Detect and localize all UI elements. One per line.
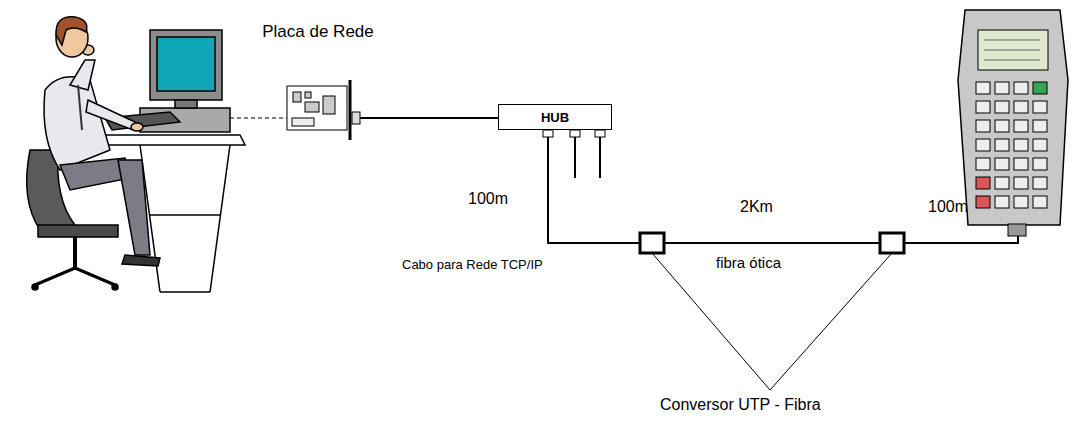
keypad-key: [1033, 139, 1047, 151]
keypad-key: [995, 101, 1009, 113]
keypad-key: [1033, 82, 1047, 94]
desk: [105, 135, 245, 292]
keypad-key: [1033, 158, 1047, 170]
keypad-key: [1033, 101, 1047, 113]
keypad-key: [1033, 196, 1047, 208]
keypad-key: [995, 120, 1009, 132]
network-card: [287, 80, 360, 140]
keypad-key: [1014, 196, 1028, 208]
converters: [640, 233, 1018, 390]
fibre-label: fibra ótica: [716, 254, 781, 271]
keypad-key: [1033, 120, 1047, 132]
keypad-key: [1014, 82, 1028, 94]
person: [44, 17, 160, 266]
keypad-key: [995, 177, 1009, 189]
keypad-key: [995, 196, 1009, 208]
distance-label: 2Km: [740, 198, 773, 216]
keypad-key: [995, 82, 1009, 94]
distance-label: 100m: [468, 190, 508, 208]
keypad-key: [995, 139, 1009, 151]
keypad-key: [976, 139, 990, 151]
hub-label: HUB: [541, 110, 569, 125]
dashed-link: [230, 117, 287, 118]
distance-label: 100m: [928, 198, 968, 216]
keypad-key: [1014, 120, 1028, 132]
keypad-key: [1014, 139, 1028, 151]
keypad-key: [976, 120, 990, 132]
keypad-key: [1014, 177, 1028, 189]
hub-ports: [543, 130, 640, 243]
keypad-key: [976, 177, 990, 189]
handheld-device: [958, 10, 1068, 236]
keypad-key: [976, 82, 990, 94]
card-label: Placa de Rede: [258, 22, 378, 42]
keypad-key: [976, 158, 990, 170]
hub-box: HUB: [498, 104, 612, 130]
converter-label: Conversor UTP - Fibra: [660, 396, 821, 414]
keypad-key: [1033, 177, 1047, 189]
keypad-key: [1014, 101, 1028, 113]
keypad-key: [976, 101, 990, 113]
utp-cable: [360, 117, 498, 119]
keypad-key: [995, 158, 1009, 170]
keypad-key: [1014, 158, 1028, 170]
cable-label: Cabo para Rede TCP/IP: [402, 258, 543, 273]
keypad-key: [976, 196, 990, 208]
